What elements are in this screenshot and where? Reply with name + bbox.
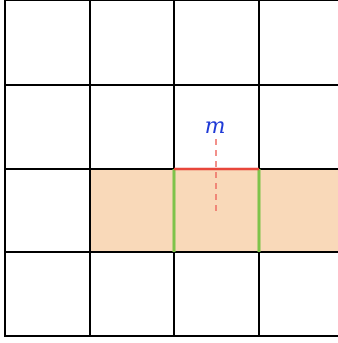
highlighted-strip [90,169,338,252]
axis-label-m: m [205,114,226,139]
